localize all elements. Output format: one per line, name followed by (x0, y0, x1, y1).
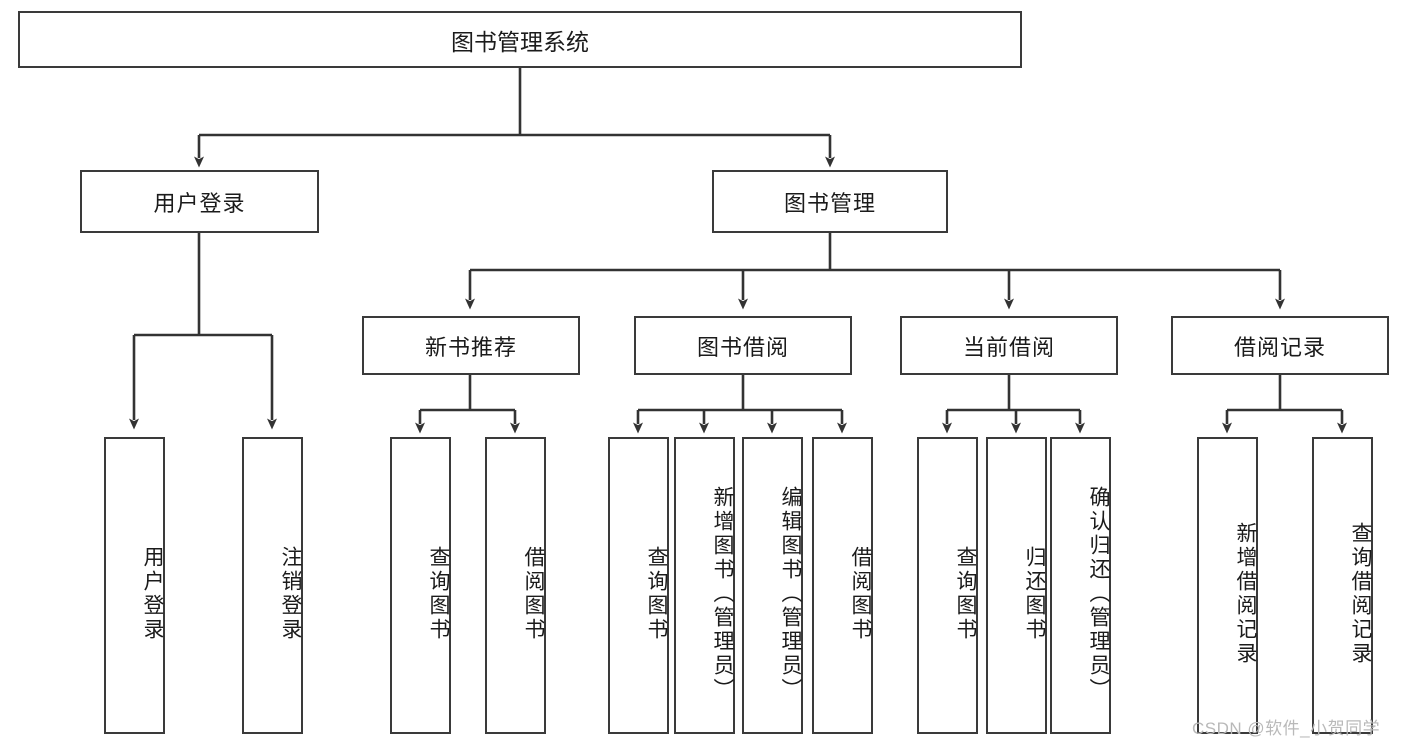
node-label: 借阅图书 (849, 545, 872, 642)
node-label: 查询借阅记录 (1349, 521, 1372, 666)
leaf-query-borrow-record[interactable]: 查询借阅记录 (1312, 437, 1373, 734)
node-root-system[interactable]: 图书管理系统 (18, 11, 1022, 68)
node-label: 确认归还（管理员） (1087, 485, 1110, 702)
node-label: 图书借阅 (696, 334, 789, 360)
leaf-query-book-current[interactable]: 查询图书 (917, 437, 978, 734)
node-book-management[interactable]: 图书管理 (712, 170, 948, 233)
node-book-borrow[interactable]: 图书借阅 (634, 316, 852, 375)
node-label: 用户登录 (153, 190, 246, 216)
leaf-borrow-book[interactable]: 借阅图书 (812, 437, 873, 734)
node-label: 归还图书 (1023, 545, 1046, 642)
node-user-login[interactable]: 用户登录 (80, 170, 319, 233)
node-label: 查询图书 (427, 545, 450, 642)
node-new-book-recommend[interactable]: 新书推荐 (362, 316, 580, 375)
node-label: 用户登录 (141, 545, 164, 642)
leaf-edit-book-admin[interactable]: 编辑图书（管理员） (742, 437, 803, 734)
node-label: 查询图书 (645, 545, 668, 642)
node-label: 图书管理系统 (451, 28, 589, 55)
leaf-confirm-return-admin[interactable]: 确认归还（管理员） (1050, 437, 1111, 734)
leaf-add-borrow-record[interactable]: 新增借阅记录 (1197, 437, 1258, 734)
node-label: 编辑图书（管理员） (779, 485, 802, 702)
leaf-borrow-book-recommend[interactable]: 借阅图书 (485, 437, 546, 734)
leaf-logout[interactable]: 注销登录 (242, 437, 303, 734)
node-label: 注销登录 (279, 545, 302, 642)
leaf-query-book-recommend[interactable]: 查询图书 (390, 437, 451, 734)
node-borrow-record[interactable]: 借阅记录 (1171, 316, 1389, 375)
leaf-query-book-borrow[interactable]: 查询图书 (608, 437, 669, 734)
node-label: 图书管理 (783, 190, 876, 216)
node-label: 借阅图书 (522, 545, 545, 642)
node-label: 新书推荐 (424, 334, 517, 360)
leaf-return-book[interactable]: 归还图书 (986, 437, 1047, 734)
node-label: 新增借阅记录 (1234, 521, 1257, 666)
node-current-borrow[interactable]: 当前借阅 (900, 316, 1118, 375)
leaf-add-book-admin[interactable]: 新增图书（管理员） (674, 437, 735, 734)
node-label: 查询图书 (954, 545, 977, 642)
node-label: 新增图书（管理员） (711, 485, 734, 702)
node-label: 借阅记录 (1233, 334, 1326, 360)
node-label: 当前借阅 (962, 334, 1055, 360)
leaf-user-login[interactable]: 用户登录 (104, 437, 165, 734)
